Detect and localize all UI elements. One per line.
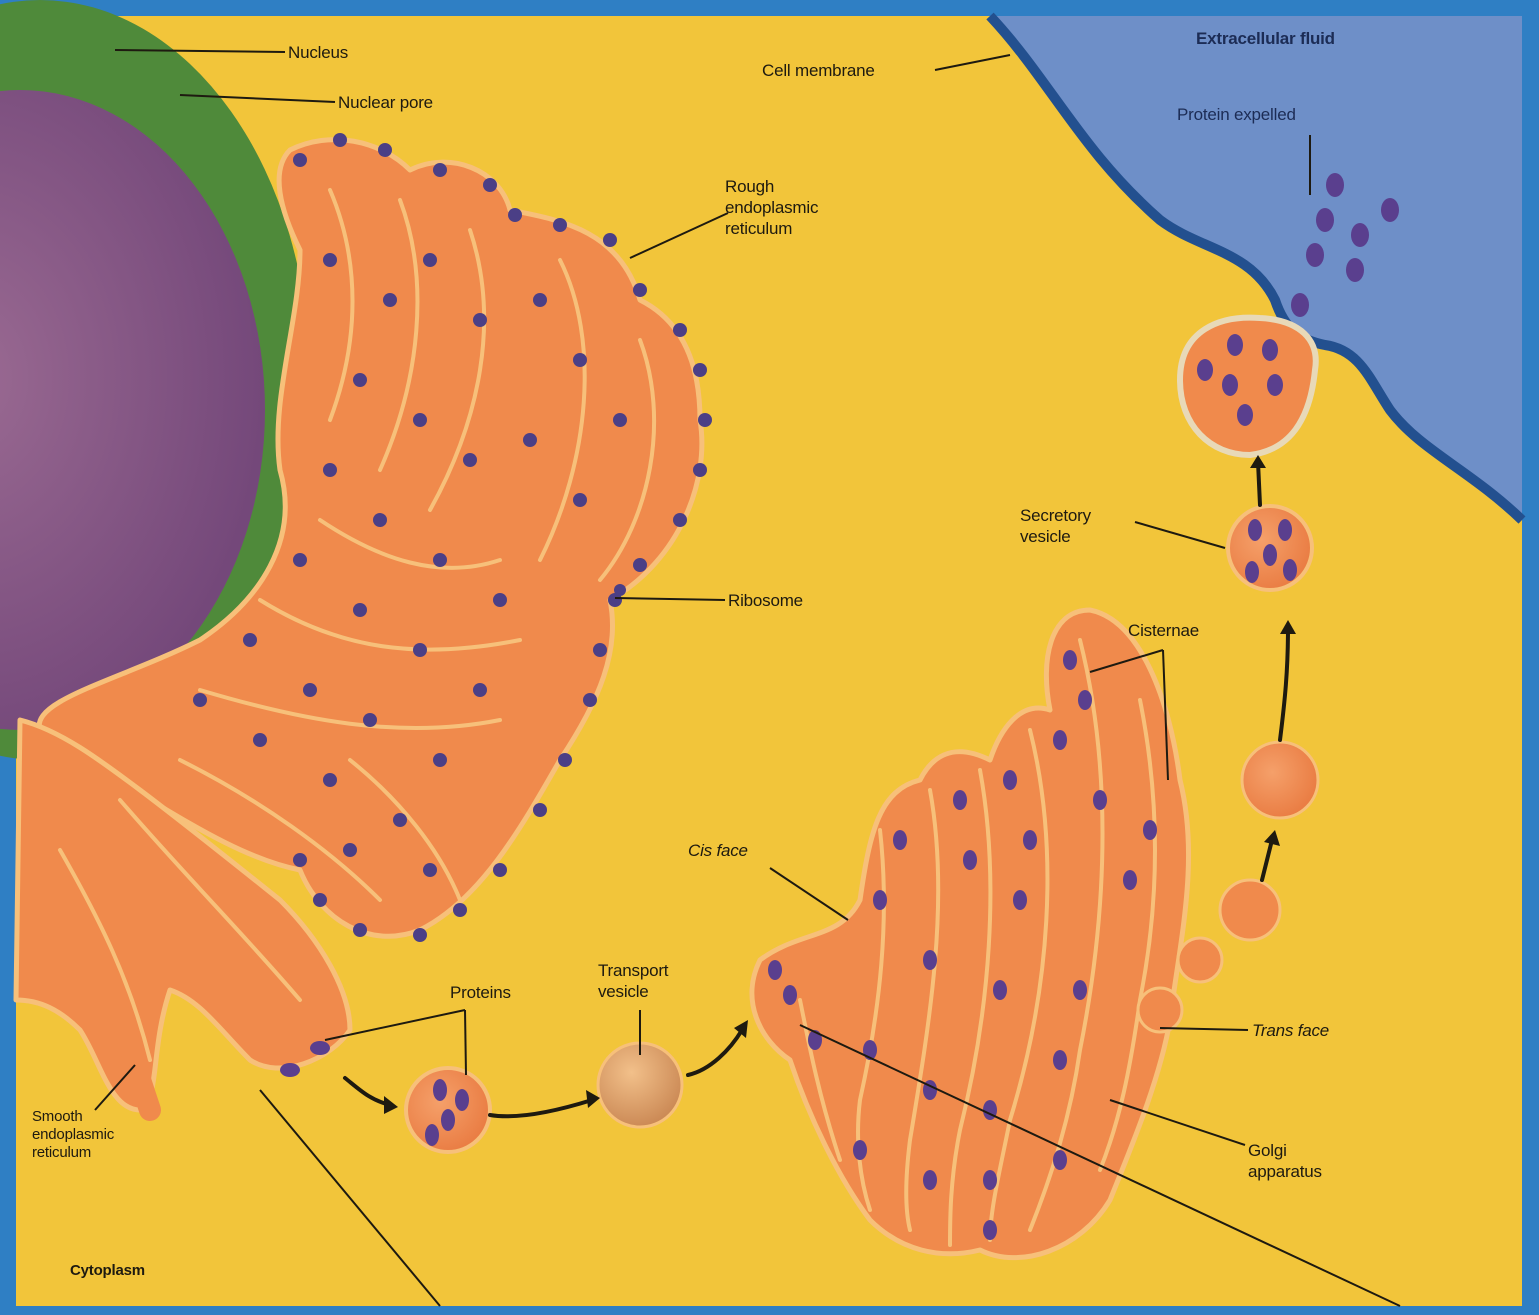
proteins-label: Proteins	[450, 982, 511, 1003]
golgi-apparatus-label: Golgi apparatus	[1248, 1140, 1322, 1182]
secretory-vesicle-label: Secretory vesicle	[1020, 505, 1091, 547]
ribosome-label: Ribosome	[728, 590, 803, 611]
exocytosis-vesicle	[1180, 318, 1316, 455]
nucleus-label: Nucleus	[288, 42, 348, 63]
nuclear-pore-label: Nuclear pore	[338, 92, 433, 113]
cell-membrane-label: Cell membrane	[762, 60, 875, 81]
rough-er-label: Rough endoplasmic reticulum	[725, 176, 818, 239]
transport-vesicle-shape	[598, 1043, 682, 1127]
cytoplasm-label: Cytoplasm	[70, 1262, 145, 1280]
protein-expelled-label: Protein expelled	[1177, 104, 1296, 125]
cisternae-label: Cisternae	[1128, 620, 1199, 641]
trans-face-label: Trans face	[1252, 1020, 1329, 1041]
cis-face-label: Cis face	[688, 840, 748, 861]
transport-vesicle-label: Transport vesicle	[598, 960, 668, 1002]
forming-vesicle	[1242, 742, 1318, 818]
smooth-er-label: Smooth endoplasmic reticulum	[32, 1108, 114, 1162]
extracellular-fluid-label: Extracellular fluid	[1196, 28, 1335, 49]
